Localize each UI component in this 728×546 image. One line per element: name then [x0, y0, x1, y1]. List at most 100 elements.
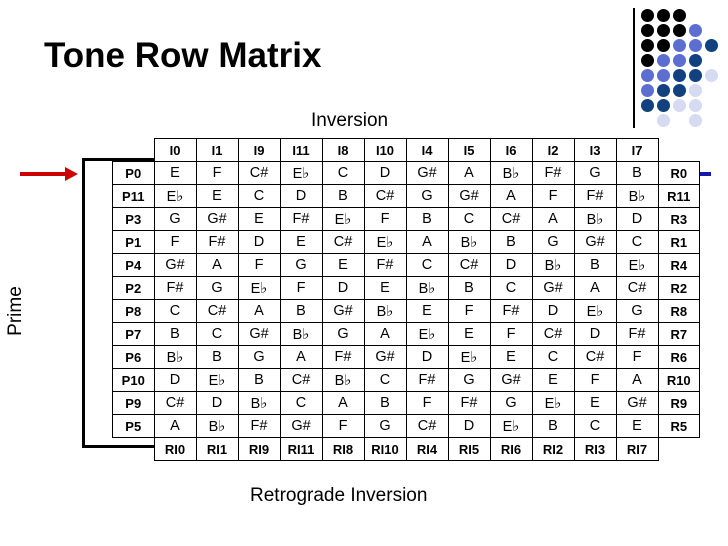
motif-dot: [641, 69, 654, 82]
pitch-cell: B: [573, 253, 617, 277]
pitch-cell: G#: [489, 368, 533, 392]
pitch-cell: F: [531, 184, 575, 208]
retrograde-label-r11: R11: [657, 184, 700, 208]
pitch-cell: C: [237, 184, 281, 208]
pitch-cell: C: [195, 322, 239, 346]
pitch-cell: C#: [279, 368, 323, 392]
pitch-cell: C: [531, 345, 575, 369]
pitch-cell: C: [405, 253, 449, 277]
axis-label-inversion: Inversion: [311, 110, 389, 131]
pitch-cell: A: [195, 253, 239, 277]
prime-label-p11: P11: [112, 184, 155, 208]
flat-symbol: ♭: [470, 234, 478, 251]
pitch-cell: F: [195, 161, 239, 185]
pitch-cell: C#: [447, 253, 491, 277]
pitch-cell: A: [237, 299, 281, 323]
pitch-cell: E♭: [531, 391, 575, 415]
flat-symbol: ♭: [428, 280, 436, 297]
pitch-cell: E: [489, 345, 533, 369]
retrograde-label-r6: R6: [657, 345, 700, 369]
pitch-cell: D: [531, 299, 575, 323]
pitch-cell: B: [405, 207, 449, 231]
pitch-cell: B♭: [153, 345, 197, 369]
inversion-header-i3: I3: [573, 138, 617, 162]
pitch-cell: F#: [237, 414, 281, 438]
pitch-cell: G#: [237, 322, 281, 346]
motif-dot: [657, 69, 670, 82]
pitch-cell: F: [321, 414, 365, 438]
pitch-cell: B: [489, 230, 533, 254]
retrograde-inversion-header-ri1: RI1: [195, 437, 239, 461]
pitch-cell: C#: [321, 230, 365, 254]
motif-dot: [641, 84, 654, 97]
retrograde-label-r4: R4: [657, 253, 700, 277]
prime-label-p0: P0: [112, 161, 155, 185]
pitch-cell: G#: [615, 391, 659, 415]
pitch-cell: F: [279, 276, 323, 300]
pitch-cell: G#: [573, 230, 617, 254]
flat-symbol: ♭: [512, 165, 520, 182]
pitch-cell: D: [279, 184, 323, 208]
arrow-shaft: [20, 172, 67, 176]
retrograde-inversion-header-ri4: RI4: [405, 437, 449, 461]
prime-label-p4: P4: [112, 253, 155, 277]
pitch-cell: G#: [363, 345, 407, 369]
pitch-cell: B♭: [405, 276, 449, 300]
matrix-corner-bottom-right: [658, 438, 700, 461]
flat-symbol: ♭: [512, 418, 520, 435]
pitch-cell: E♭: [405, 322, 449, 346]
pitch-cell: E♭: [615, 253, 659, 277]
pitch-cell: G: [195, 276, 239, 300]
pitch-cell: B♭: [195, 414, 239, 438]
inversion-header-i8: I8: [321, 138, 365, 162]
pitch-cell: C: [573, 414, 617, 438]
pitch-cell: C: [363, 368, 407, 392]
motif-dot: [641, 99, 654, 112]
pitch-cell: E♭: [237, 276, 281, 300]
inversion-header-i0: I0: [153, 138, 197, 162]
pitch-cell: C: [615, 230, 659, 254]
pitch-cell: A: [447, 161, 491, 185]
retrograde-label-r9: R9: [657, 391, 700, 415]
pitch-cell: B: [237, 368, 281, 392]
pitch-cell: B: [531, 414, 575, 438]
pitch-cell: G: [237, 345, 281, 369]
pitch-cell: G#: [447, 184, 491, 208]
flat-symbol: ♭: [470, 349, 478, 366]
retrograde-label-r8: R8: [657, 299, 700, 323]
pitch-cell: B: [321, 184, 365, 208]
flat-symbol: ♭: [638, 257, 646, 274]
motif-dot: [689, 114, 702, 127]
motif-dot: [641, 24, 654, 37]
pitch-cell: C: [489, 276, 533, 300]
prime-label-p3: P3: [112, 207, 155, 231]
pitch-cell: F#: [573, 184, 617, 208]
pitch-cell: E: [279, 230, 323, 254]
motif-dot: [689, 99, 702, 112]
flat-symbol: ♭: [302, 165, 310, 182]
pitch-cell: G: [405, 184, 449, 208]
pitch-cell: E♭: [363, 230, 407, 254]
motif-dot: [657, 114, 670, 127]
flat-symbol: ♭: [554, 395, 562, 412]
pitch-cell: G#: [279, 414, 323, 438]
pitch-cell: G: [615, 299, 659, 323]
pitch-cell: C: [153, 299, 197, 323]
inversion-header-i2: I2: [531, 138, 575, 162]
pitch-cell: G: [447, 368, 491, 392]
pitch-cell: G#: [405, 161, 449, 185]
pitch-cell: E♭: [447, 345, 491, 369]
pitch-cell: B♭: [615, 184, 659, 208]
motif-dot: [657, 9, 670, 22]
inversion-header-i7: I7: [615, 138, 659, 162]
motif-dot: [673, 99, 686, 112]
flat-symbol: ♭: [218, 418, 226, 435]
pitch-cell: F#: [321, 345, 365, 369]
